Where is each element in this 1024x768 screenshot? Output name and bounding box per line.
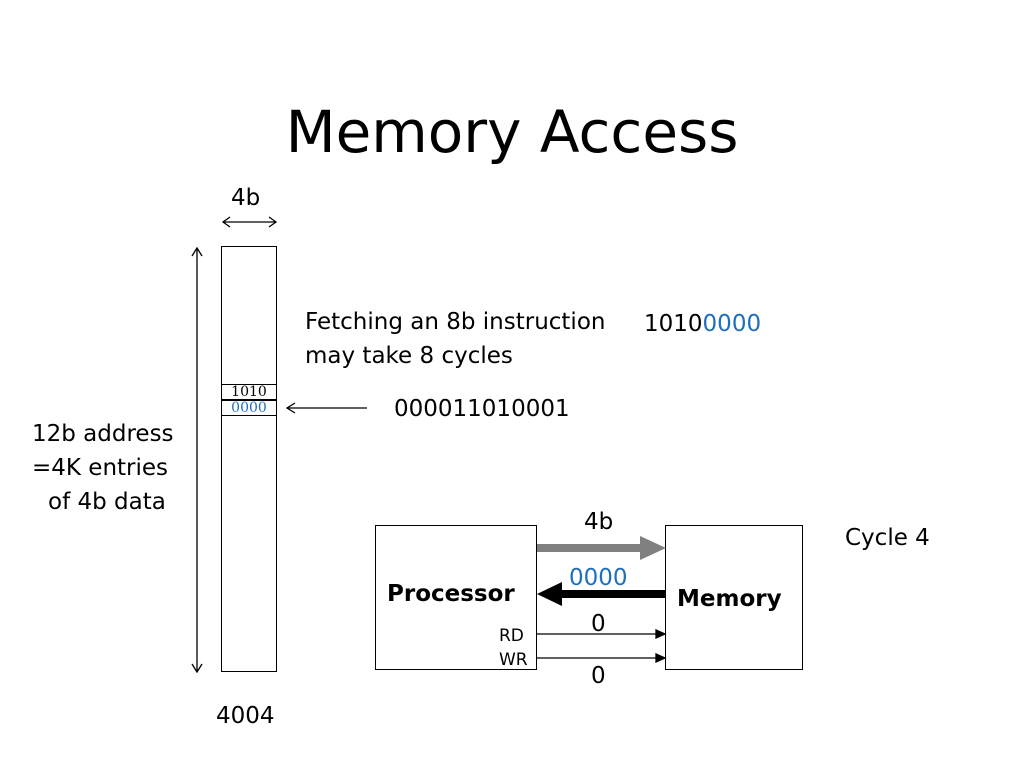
processor-box [375,525,537,670]
fetch-note-line1: Fetching an 8b instruction [305,309,606,335]
memory-cell-upper: 1010 [221,384,277,400]
fetch-note-line2: may take 8 cycles [305,343,513,369]
address-note-line2: =4K entries [32,455,169,481]
memory-cell-lower: 0000 [221,400,277,416]
rd-label: RD [499,626,524,646]
slide-title: Memory Access [285,98,739,166]
rd-value: 0 [591,611,606,637]
address-note-line1: 12b address [32,421,174,447]
data-bus-value: 0000 [569,565,628,591]
address-bus-arrow [537,536,666,560]
memory-label: Memory [677,586,782,612]
address-range-arrow [191,246,203,674]
address-pointer-arrow [285,402,367,414]
memory-box [665,525,803,670]
address-bus-label: 4b [584,509,614,535]
wr-label: WR [499,650,528,670]
instruction-suffix: 0000 [702,311,762,337]
address-bits: 000011010001 [394,396,570,422]
address-bottom-label: 4004 [216,703,275,729]
data-bus-arrow [537,582,666,606]
wr-value: 0 [591,663,606,689]
rd-line-arrow [537,628,667,640]
instruction-value: 10100000 [644,310,761,338]
memory-column [221,246,277,672]
wr-line-arrow [537,652,667,664]
instruction-prefix: 1010 [644,311,703,337]
memory-width-label: 4b [231,185,261,211]
width-double-arrow [221,216,278,228]
cycle-label: Cycle 4 [845,525,930,551]
processor-label: Processor [387,581,515,607]
address-note-line3: of 4b data [48,489,166,515]
